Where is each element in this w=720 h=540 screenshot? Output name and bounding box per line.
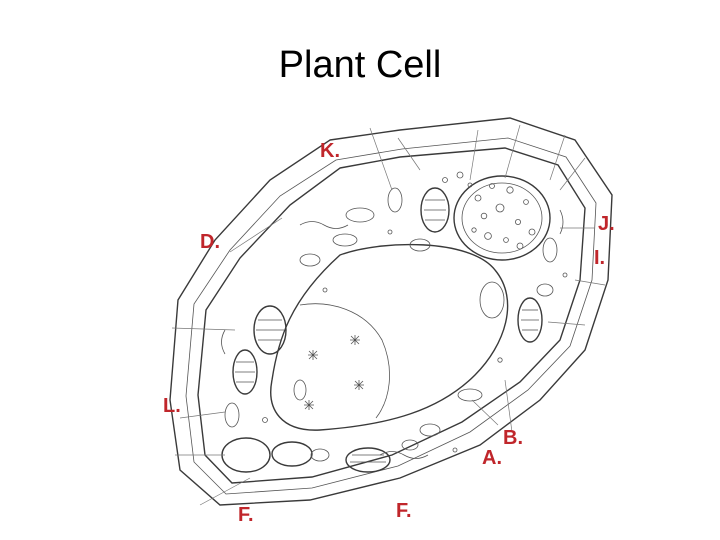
label-k: K. [320,140,340,162]
cell-membrane [197,147,586,484]
vacuole [270,243,509,431]
label-f-left: F. [238,504,254,526]
slide-title: Plant Cell [278,44,442,86]
label-j: J. [598,213,615,235]
label-i: I. [594,247,606,269]
label-l: L. [163,395,181,417]
label-f-right: F. [396,500,412,522]
label-a: A. [482,447,502,469]
label-d: D. [200,231,220,253]
nucleus [453,175,551,261]
cell-wall [169,117,613,506]
label-b: B. [503,427,523,449]
